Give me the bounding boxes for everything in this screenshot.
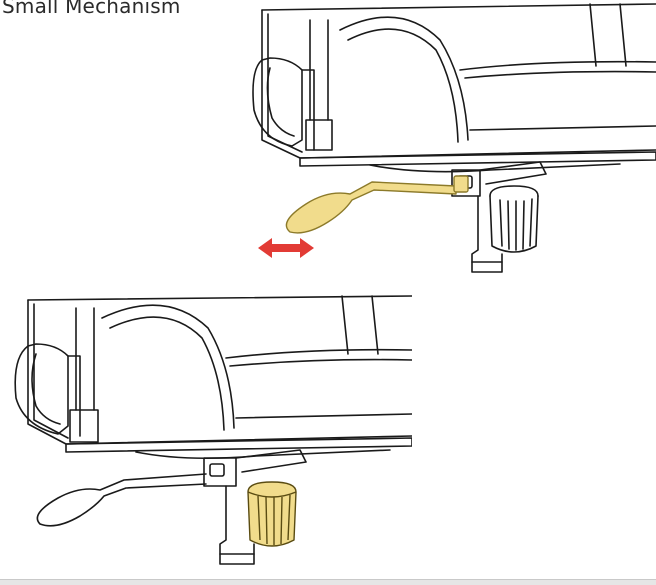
page-bottom-border: [0, 579, 656, 585]
side-bracket: [14, 343, 69, 435]
base-plate: [65, 437, 412, 453]
cylinder: [309, 19, 329, 121]
bottom-chair-illustration: [14, 295, 412, 565]
diagram-title: Small Mechanism: [2, 0, 181, 18]
seat-outline: [27, 295, 412, 301]
knob-highlighted: [247, 481, 297, 547]
mechanism-bracket: [203, 457, 237, 487]
seat-outline: [261, 3, 656, 11]
adjust-lever: [36, 473, 207, 527]
lever-highlighted: [285, 175, 469, 234]
push-pull-arrow-icon: [258, 238, 314, 258]
cushion-curve: [339, 16, 469, 141]
base-plate: [299, 151, 656, 167]
side-bracket: [252, 57, 303, 147]
cushion-curve: [101, 304, 235, 429]
top-chair-illustration: [252, 3, 656, 273]
adjust-knob: [489, 185, 539, 253]
cylinder: [75, 307, 95, 411]
